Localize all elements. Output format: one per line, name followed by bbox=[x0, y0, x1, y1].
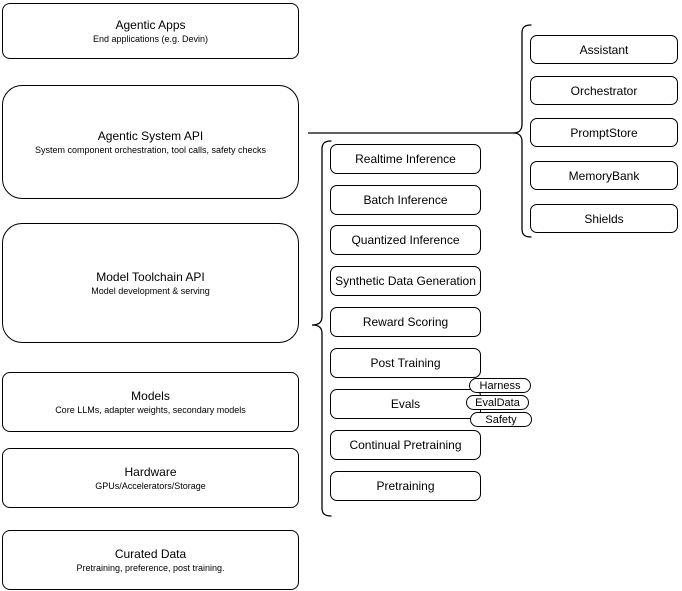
node-title: Models bbox=[131, 388, 170, 403]
node-promptstore: PromptStore bbox=[530, 118, 678, 147]
node-subtitle: GPUs/Accelerators/Storage bbox=[95, 480, 206, 491]
node-reward-scoring: Reward Scoring bbox=[330, 307, 481, 337]
node-curated-data: Curated Data Pretraining, preference, po… bbox=[2, 530, 299, 590]
pill-evaldata: EvalData bbox=[466, 395, 529, 410]
node-shields: Shields bbox=[530, 204, 678, 233]
node-subtitle: End applications (e.g. Devin) bbox=[92, 33, 209, 44]
node-title: Hardware bbox=[124, 464, 177, 479]
node-pretraining: Pretraining bbox=[330, 471, 481, 501]
node-quantized-inference: Quantized Inference bbox=[330, 225, 481, 255]
node-assistant: Assistant bbox=[530, 35, 678, 64]
node-subtitle: Model development & serving bbox=[91, 285, 210, 296]
pill-safety: Safety bbox=[470, 412, 532, 427]
node-title: Curated Data bbox=[114, 546, 187, 561]
node-title: Model Toolchain API bbox=[96, 269, 205, 284]
brace-toolchain-items bbox=[311, 140, 332, 517]
node-agentic-system-api: Agentic System API System component orch… bbox=[2, 85, 299, 199]
node-synthetic-data-generation: Synthetic Data Generation bbox=[330, 266, 481, 296]
node-continual-pretraining: Continual Pretraining bbox=[330, 430, 481, 460]
node-realtime-inference: Realtime Inference bbox=[330, 144, 481, 174]
node-models: Models Core LLMs, adapter weights, secon… bbox=[2, 372, 299, 432]
node-evals: Evals bbox=[330, 389, 481, 419]
node-subtitle: Core LLMs, adapter weights, secondary mo… bbox=[55, 404, 246, 415]
node-hardware: Hardware GPUs/Accelerators/Storage bbox=[2, 448, 299, 508]
node-model-toolchain-api: Model Toolchain API Model development & … bbox=[2, 223, 299, 343]
node-title: Agentic System API bbox=[97, 128, 204, 143]
node-memorybank: MemoryBank bbox=[530, 161, 678, 190]
pill-harness: Harness bbox=[469, 378, 531, 393]
node-orchestrator: Orchestrator bbox=[530, 76, 678, 105]
node-post-training: Post Training bbox=[330, 348, 481, 378]
node-subtitle: Pretraining, preference, post training. bbox=[76, 562, 225, 573]
node-subtitle: System component orchestration, tool cal… bbox=[34, 144, 267, 155]
node-agentic-apps: Agentic Apps End applications (e.g. Devi… bbox=[2, 3, 299, 59]
node-title: Agentic Apps bbox=[115, 17, 186, 32]
brace-system-components bbox=[512, 24, 532, 238]
node-batch-inference: Batch Inference bbox=[330, 185, 481, 215]
